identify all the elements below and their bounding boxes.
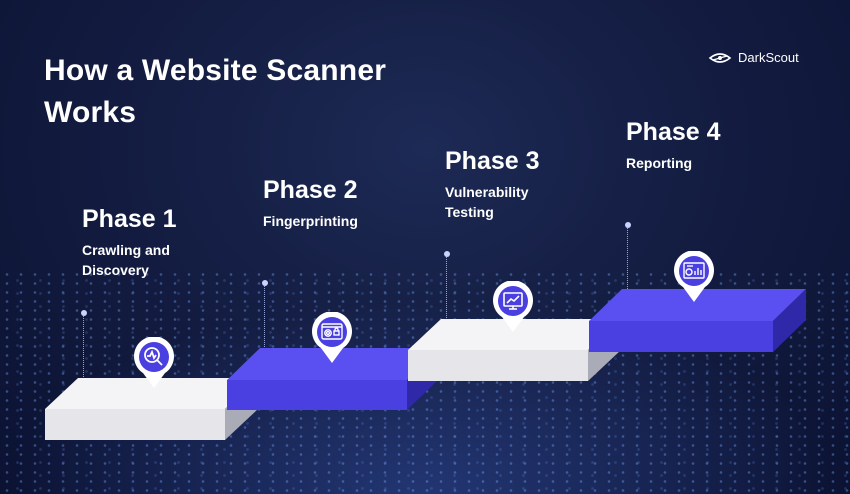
phase-3-pin [493, 281, 533, 332]
phase-4-pin [674, 251, 714, 302]
phase-3-leader-line [443, 251, 450, 324]
phase-1-pin [134, 337, 174, 388]
phase-1-leader-line [80, 310, 87, 393]
magnifier-chart-icon [144, 347, 163, 366]
phase-1-title: Phase 1 [82, 205, 177, 233]
phase-4-leader-line [624, 222, 631, 295]
phase-2-leader-line [261, 280, 268, 353]
monitor-chart-icon [503, 292, 523, 310]
phase-1-subtitle: Crawling and Discovery [82, 242, 170, 278]
platform-phase-2 [227, 348, 440, 410]
page-title: How a Website Scanner Works [44, 54, 387, 129]
brand-logo: DarkScout [708, 50, 799, 65]
browser-fingerprint-icon [321, 323, 343, 340]
phase-2-pin [312, 312, 352, 363]
phase-1-label: Phase 1 Crawling and Discovery [82, 204, 232, 280]
phase-3-title: Phase 3 [445, 147, 540, 175]
phase-3-label: Phase 3 Vulnerability Testing [445, 146, 595, 222]
phase-4-title: Phase 4 [626, 118, 721, 146]
phase-2-subtitle: Fingerprinting [263, 213, 358, 229]
phase-4-label: Phase 4 Reporting [626, 117, 796, 173]
platform-phase-4 [589, 289, 806, 352]
phase-3-subtitle: Vulnerability Testing [445, 184, 529, 220]
phase-4-subtitle: Reporting [626, 155, 693, 171]
darkscout-logo-icon [708, 52, 732, 63]
platform-phase-1 [45, 378, 258, 440]
phase-2-label: Phase 2 Fingerprinting [263, 175, 433, 231]
report-dashboard-icon [683, 262, 705, 279]
brand-name: DarkScout [738, 50, 799, 65]
phase-2-title: Phase 2 [263, 176, 358, 204]
